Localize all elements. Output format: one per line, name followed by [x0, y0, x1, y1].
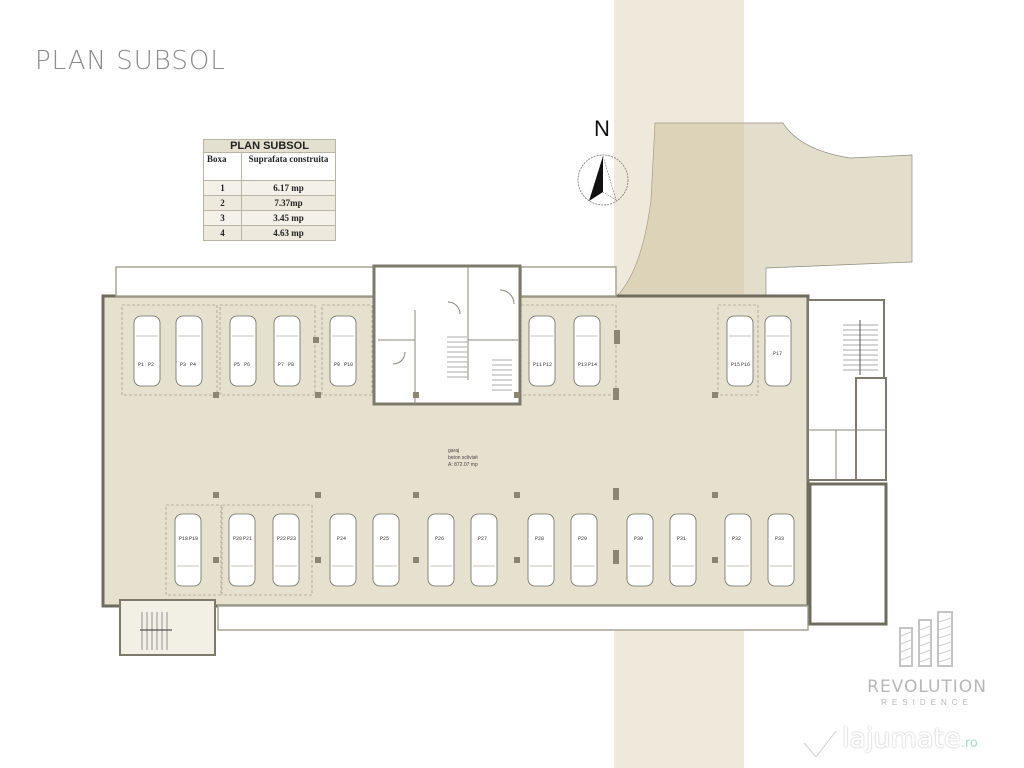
checkmark-logo-icon	[801, 728, 839, 762]
slot-label: P22	[277, 536, 286, 542]
slot-label: P5	[234, 362, 240, 368]
stairwell-bottom-left	[119, 599, 216, 656]
slot-label: P32	[732, 536, 741, 542]
slot-label: P30	[634, 536, 643, 542]
column-header-boxa: Boxa	[203, 152, 242, 181]
slot-label: P11	[533, 362, 542, 368]
boxa-cell: 2	[203, 195, 242, 211]
slot-label: P17	[773, 351, 782, 357]
watermark-tld: .ro	[960, 736, 978, 751]
slot-label: P23	[287, 536, 296, 542]
garage-label-line2: beton sclivisit	[448, 455, 478, 461]
table-title: PLAN SUBSOL	[203, 139, 336, 153]
slot-label: P4	[190, 362, 196, 368]
slot-label: P27	[478, 536, 487, 542]
slot-label: P3	[180, 362, 186, 368]
column-header-suprafata: Suprafata construita	[241, 152, 336, 181]
slot-label: P31	[677, 536, 686, 542]
slot-label: P10	[344, 362, 353, 368]
slot-label: P24	[337, 536, 346, 542]
brand-name: REVOLUTION	[867, 677, 987, 697]
area-cell: 7.37mp	[241, 195, 336, 211]
area-cell: 4.63 mp	[241, 225, 336, 241]
slot-label: P1	[138, 362, 144, 368]
slot-label: P7	[278, 362, 284, 368]
slot-label: P19	[189, 536, 198, 542]
watermark: lajumate.ro	[842, 723, 978, 754]
north-arrow-icon	[577, 154, 629, 206]
top-row-cars	[133, 315, 792, 387]
slot-label: P15	[731, 362, 740, 368]
garage-label-line1: garaj	[448, 448, 459, 454]
garage-label-line3: A: 872.07 mp	[448, 462, 478, 468]
watermark-text: lajumate	[842, 723, 961, 754]
slot-label: P25	[380, 536, 389, 542]
table-row: 3 3.45 mp	[203, 210, 336, 226]
slot-label: P18	[179, 536, 188, 542]
boxa-cell: 3	[203, 210, 242, 226]
table-row: 1 6.17 mp	[203, 180, 336, 196]
boxa-cell: 4	[203, 225, 242, 241]
slot-label: P13	[578, 362, 587, 368]
page-title: PLAN SUBSOL	[35, 46, 226, 76]
slot-label: P8	[288, 362, 294, 368]
brand-logo: REVOLUTION RESIDENCE	[862, 610, 992, 707]
north-label: N	[594, 116, 610, 141]
slot-label: P6	[244, 362, 250, 368]
table-row: 4 4.63 mp	[203, 225, 336, 241]
area-cell: 6.17 mp	[241, 180, 336, 196]
table-row: 2 7.37mp	[203, 195, 336, 211]
slot-label: P26	[435, 536, 444, 542]
boxa-cell: 1	[203, 180, 242, 196]
exterior-paving	[616, 122, 913, 297]
slot-label: P29	[578, 536, 587, 542]
area-cell: 3.45 mp	[241, 210, 336, 226]
slot-label: P21	[243, 536, 252, 542]
slot-label: P20	[233, 536, 242, 542]
slot-label: P14	[588, 362, 597, 368]
brand-subtitle: RESIDENCE	[881, 698, 973, 707]
storage-area-table: PLAN SUBSOL Boxa Suprafata construita 1 …	[203, 139, 336, 241]
central-core	[372, 264, 522, 406]
slot-label: P16	[741, 362, 750, 368]
slot-label: P33	[775, 536, 784, 542]
slot-label: P12	[543, 362, 552, 368]
slot-label: P9	[334, 362, 340, 368]
buildings-logo-icon	[899, 611, 953, 667]
storage-room	[808, 482, 888, 626]
bottom-row-cars	[174, 513, 795, 587]
slot-label: P28	[535, 536, 544, 542]
slot-label: P2	[148, 362, 154, 368]
